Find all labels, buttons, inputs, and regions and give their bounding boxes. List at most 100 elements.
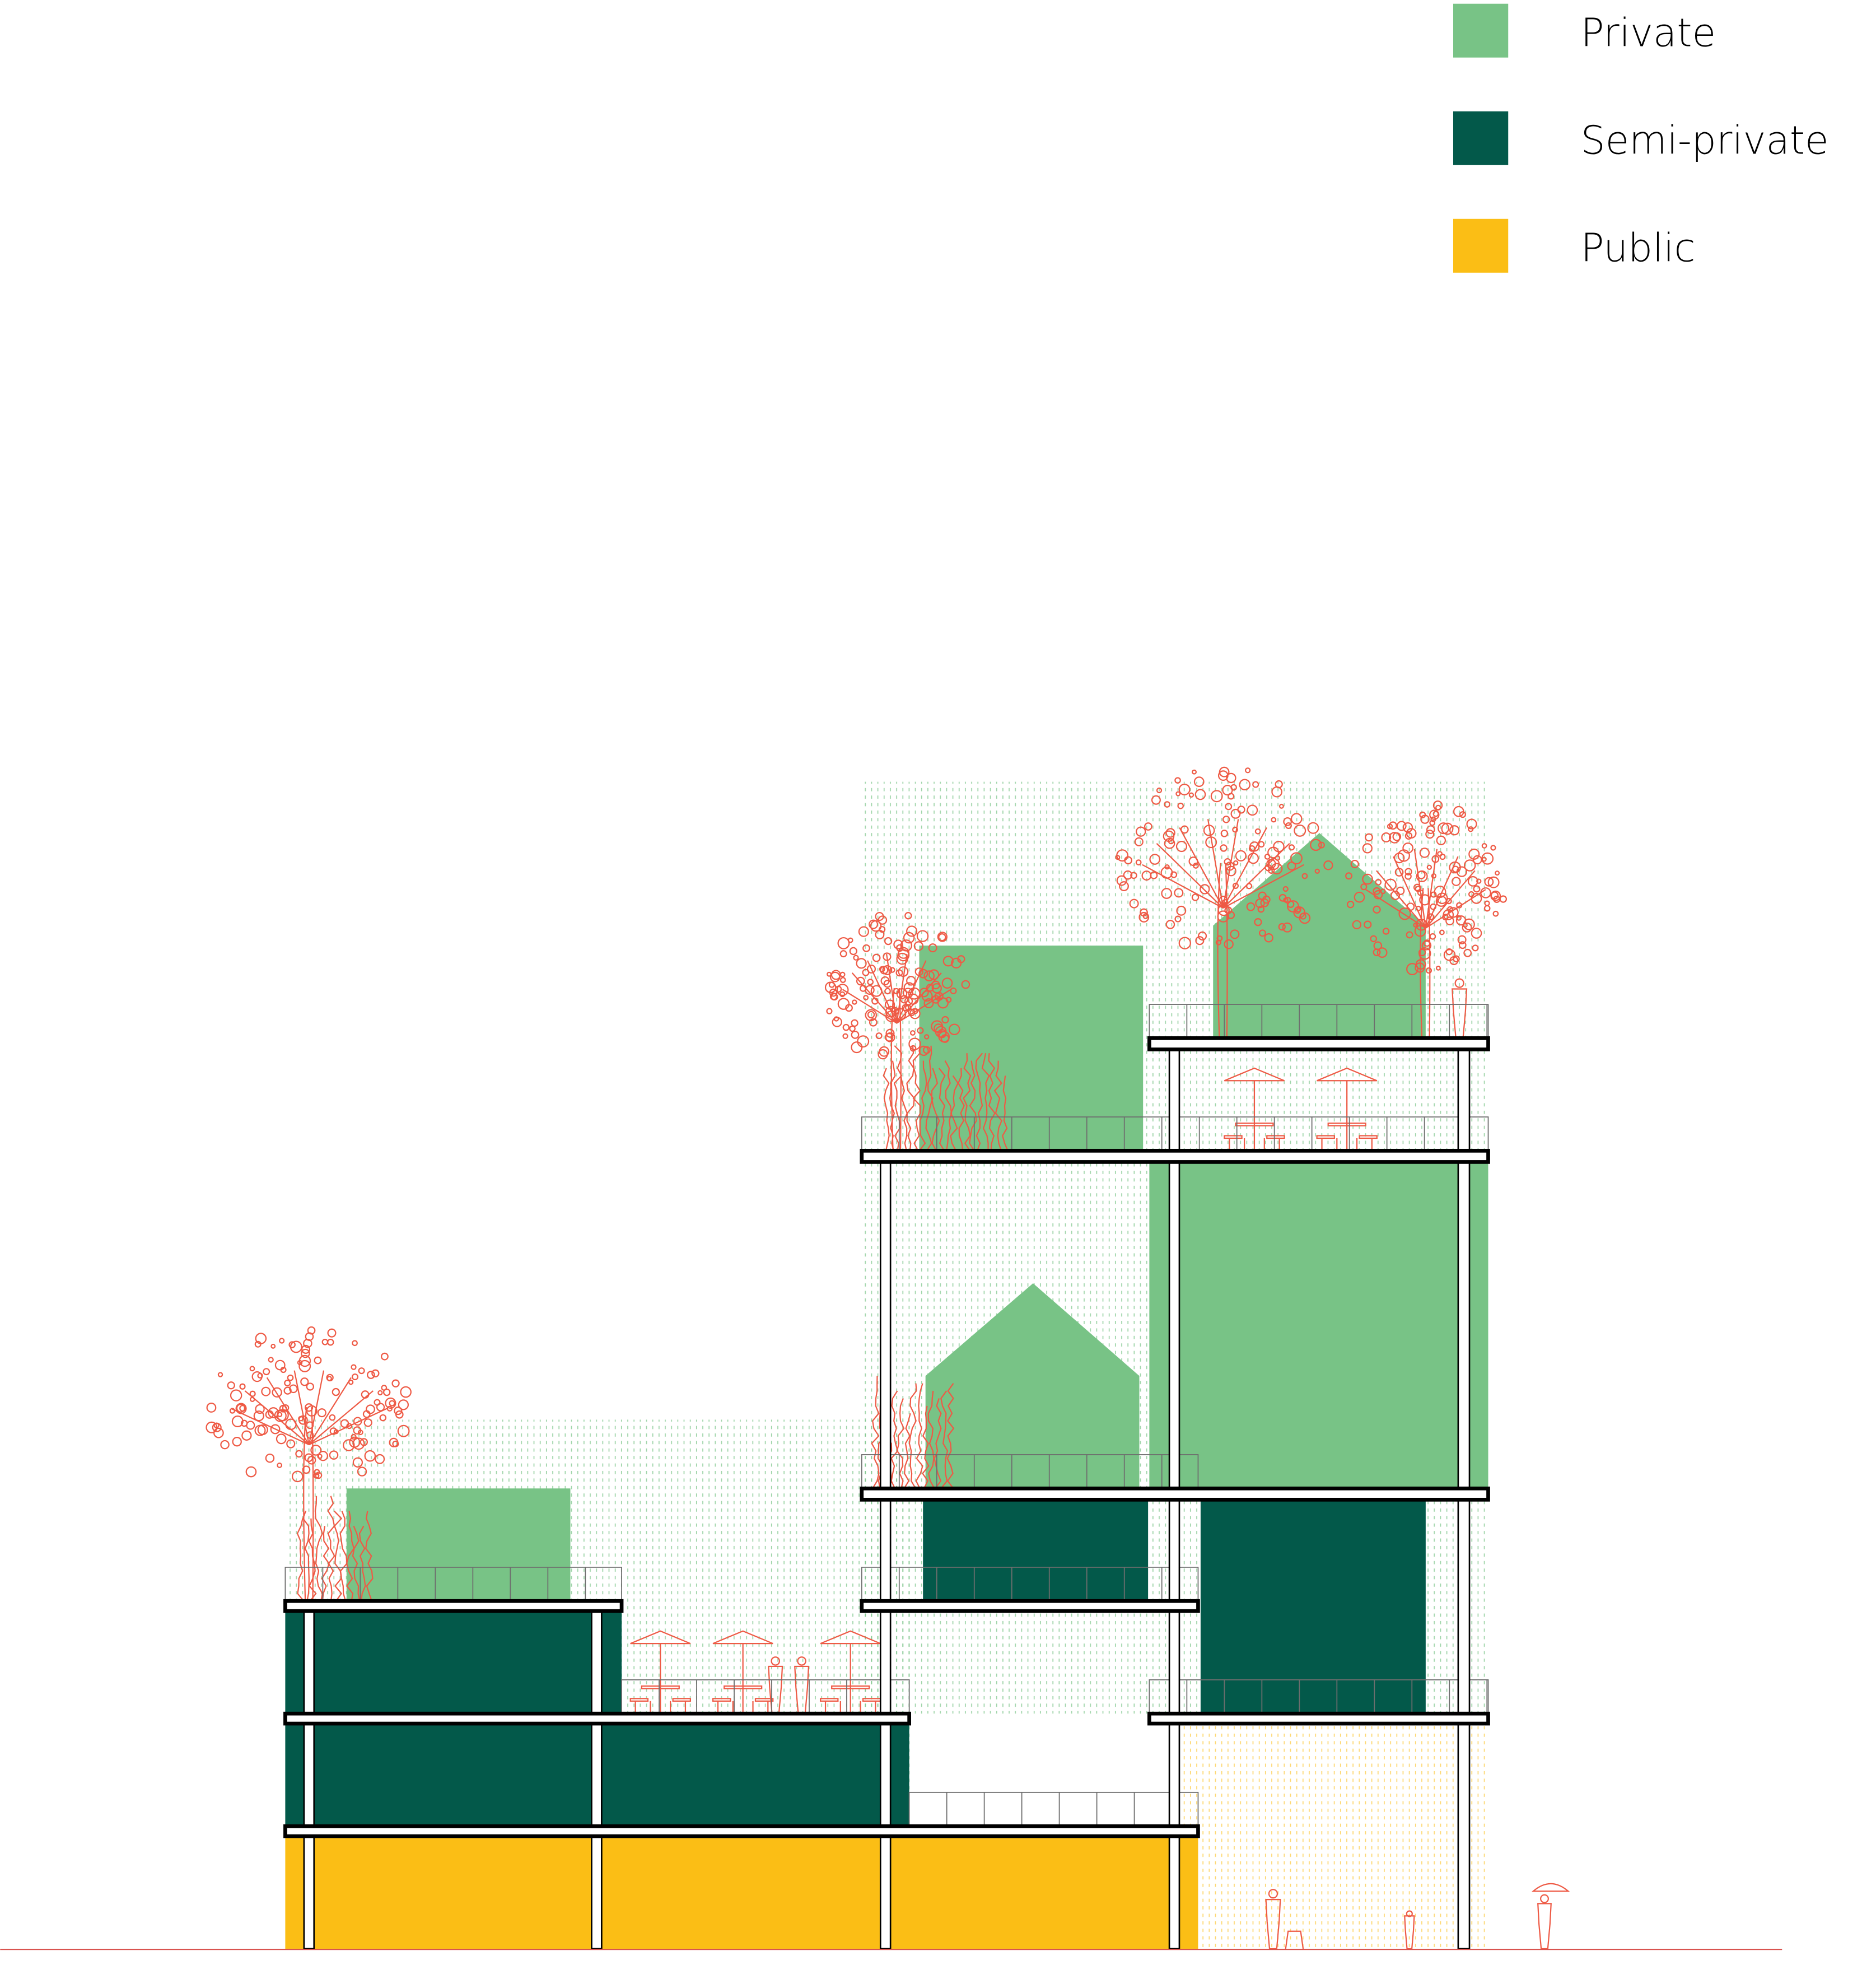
tree-leaf-cluster — [908, 1037, 921, 1050]
tree-leaf-cluster — [1225, 862, 1235, 871]
tree-leaf-cluster — [1449, 861, 1461, 874]
tree-leaf-cluster — [1219, 766, 1230, 777]
shrub-stem — [302, 1511, 310, 1602]
railings — [284, 1004, 1489, 1827]
tree-leaf-cluster — [950, 987, 957, 994]
tree-leaf-cluster — [961, 980, 970, 989]
tree-leaf-cluster — [375, 1454, 385, 1464]
tree-leaf-cluster — [917, 1027, 924, 1034]
tree-leaf-cluster — [326, 1373, 334, 1382]
tree-leaf-cluster — [945, 997, 952, 1003]
tree-leaf-cluster — [879, 926, 886, 933]
table-top — [724, 1685, 763, 1689]
tree-leaf-cluster — [352, 1340, 358, 1347]
tree-leaf-cluster — [1373, 887, 1381, 895]
shrub-stem — [890, 1390, 899, 1489]
tree-leaf-cluster — [836, 984, 849, 997]
legend-swatch-public — [1453, 218, 1509, 273]
tree-leaf-cluster — [862, 944, 870, 952]
shrub-stem — [896, 1398, 905, 1489]
floor-slab — [860, 1148, 1490, 1164]
tree-leaf-cluster — [1210, 790, 1223, 803]
tree-leaf-cluster — [1323, 860, 1333, 870]
shrub-stem — [912, 1045, 921, 1152]
tree-leaf-cluster — [302, 1465, 311, 1474]
tree-leaf-cluster — [1463, 948, 1472, 957]
tree-leaf-cluster — [395, 1410, 404, 1419]
tree-leaf-cluster — [286, 1439, 296, 1449]
tree-leaf-cluster — [358, 1367, 365, 1375]
tree-leaf-cluster — [255, 1333, 267, 1344]
tree-leaf-cluster — [392, 1440, 399, 1447]
tree-leaf-cluster — [1448, 907, 1459, 918]
tree-leaf-cluster — [896, 988, 908, 999]
tree-leaf-cluster — [1205, 836, 1217, 849]
tree-leaf-cluster — [246, 1421, 255, 1430]
tree-leaf-cluster — [1452, 865, 1459, 873]
tree-branch — [1179, 827, 1224, 909]
floor-slab — [1147, 1711, 1490, 1726]
tree-leaf-cluster — [1466, 818, 1477, 830]
tree-leaf-cluster — [839, 991, 846, 998]
tree-leaf-cluster — [371, 1369, 380, 1377]
tree-leaf-cluster — [1175, 841, 1188, 853]
floor-slab — [860, 1486, 1490, 1502]
tree-leaf-cluster — [327, 1328, 337, 1338]
tree-leaf-cluster — [883, 980, 892, 988]
tree-leaf-cluster — [1425, 967, 1432, 974]
shrub-stem — [333, 1510, 343, 1602]
shrub-stem — [327, 1496, 335, 1602]
shrub-stem — [946, 1383, 955, 1489]
tree-leaf-cluster — [1164, 801, 1170, 808]
tree-leaf-cluster — [896, 952, 908, 965]
tree-leaf-cluster — [279, 1338, 285, 1344]
tree-leaf-cluster — [1116, 875, 1127, 886]
tree-leaf-cluster — [1246, 902, 1256, 911]
tree-branch — [1365, 889, 1426, 929]
tree-leaf-cluster — [1222, 816, 1230, 823]
bench — [1359, 1135, 1378, 1139]
tree-leaf-cluster — [1200, 884, 1210, 895]
tree-leaf-cluster — [856, 958, 867, 969]
tree-leaf-cluster — [1436, 892, 1448, 904]
tree-leaf-cluster — [1191, 893, 1200, 901]
tree-leaf-cluster — [1193, 863, 1199, 869]
tree-leaf-cluster — [1455, 915, 1467, 926]
tree-leaf-cluster — [1314, 868, 1320, 874]
tree-leaf-cluster — [1194, 789, 1206, 800]
umbrella-table — [712, 1630, 774, 1714]
tree-leaf-cluster — [849, 1025, 856, 1032]
tree-branch — [244, 1390, 310, 1445]
tree-leaf-cluster — [1362, 873, 1373, 885]
tree-leaf-cluster — [842, 1033, 848, 1039]
tree-leaf-cluster — [1232, 882, 1239, 889]
tree-leaf-cluster — [348, 1379, 354, 1385]
legend: Private Semi-private Public — [1453, 3, 1829, 273]
tree-leaf-cluster — [923, 1034, 930, 1040]
tree-leaf-cluster — [1226, 772, 1236, 784]
tree-leaf-cluster — [1226, 865, 1236, 877]
tree-leaf-cluster — [1224, 906, 1233, 915]
tree-leaf-cluster — [851, 1030, 860, 1039]
tree-leaf-cluster — [1373, 948, 1381, 957]
tree-leaf-cluster — [1115, 855, 1121, 860]
tree-leaf-cluster — [397, 1424, 410, 1437]
tree-leaf-cluster — [361, 1390, 370, 1399]
tree-leaf-cluster — [285, 1418, 297, 1430]
tree-leaf-cluster — [871, 998, 879, 1005]
tree-leaf-cluster — [317, 1408, 326, 1418]
tree-leaf-cluster — [1426, 825, 1435, 834]
tree-leaf-cluster — [928, 969, 940, 980]
tree-leaf-cluster — [853, 954, 859, 961]
tree-leaf-cluster — [851, 1019, 858, 1027]
tree-leaf-cluster — [1418, 948, 1426, 957]
tree-branch — [1222, 864, 1305, 909]
tree-leaf-cluster — [270, 1424, 281, 1435]
bench — [1266, 1135, 1285, 1139]
tree-leaf-cluster — [1390, 890, 1401, 900]
tree-leaf-cluster — [1443, 949, 1456, 961]
tree-leaf-cluster — [257, 1372, 263, 1379]
tree-leaf-cluster — [1396, 886, 1405, 895]
tree-leaf-cluster — [1310, 839, 1322, 851]
tree-leaf-cluster — [318, 1451, 328, 1461]
